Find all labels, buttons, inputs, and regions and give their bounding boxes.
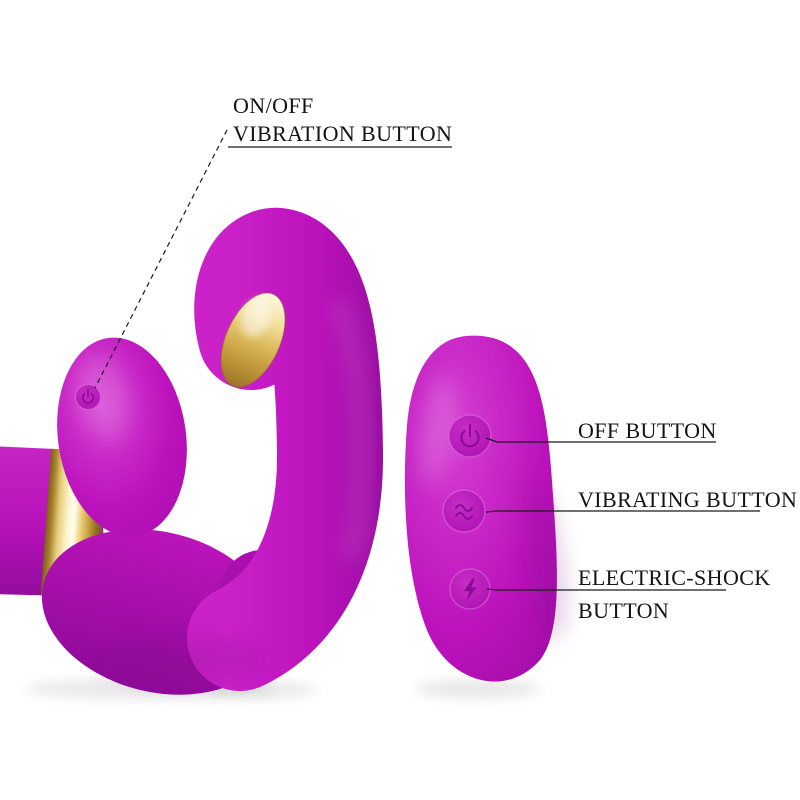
- callout-vibrating: VIBRATING BUTTON: [578, 487, 798, 512]
- electric-shock-button: [449, 568, 491, 610]
- callout-shock-line1: ELECTRIC-SHOCK: [578, 565, 771, 590]
- remote-shading: [523, 480, 567, 640]
- callout-vibration-line1: ON/OFF: [233, 93, 314, 118]
- device-body: [0, 208, 384, 695]
- vibration-leader-line: [94, 129, 228, 389]
- annotation-lines: [94, 129, 760, 591]
- vibrating-leader-line: [485, 510, 498, 513]
- power-icon: [82, 388, 94, 404]
- remote-highlight: [419, 375, 455, 485]
- device-arm: [187, 208, 384, 691]
- ground-shadows: [25, 679, 540, 699]
- on-off-vibration-button: [74, 383, 102, 411]
- bulb-highlight: [75, 354, 131, 442]
- callout-vibration: ON/OFF VIBRATION BUTTON: [233, 92, 452, 148]
- shock-leader-line: [486, 588, 498, 591]
- body-shading: [100, 636, 260, 684]
- vibrating-button: [442, 489, 486, 533]
- arm-highlight: [330, 297, 371, 562]
- callout-off: OFF BUTTON: [578, 418, 717, 443]
- off-leader-line: [485, 437, 498, 443]
- arm-tip-gold-face: [220, 292, 286, 388]
- wave-icon: [455, 504, 473, 520]
- power-icon: [460, 424, 480, 448]
- callout-shock: ELECTRIC-SHOCK BUTTON: [578, 561, 771, 627]
- off-button: [448, 414, 492, 458]
- callout-vibration-line2: VIBRATION BUTTON: [233, 121, 453, 146]
- remote-control: [404, 335, 567, 682]
- callout-shock-line2: BUTTON: [578, 598, 670, 623]
- lightning-icon: [464, 578, 477, 601]
